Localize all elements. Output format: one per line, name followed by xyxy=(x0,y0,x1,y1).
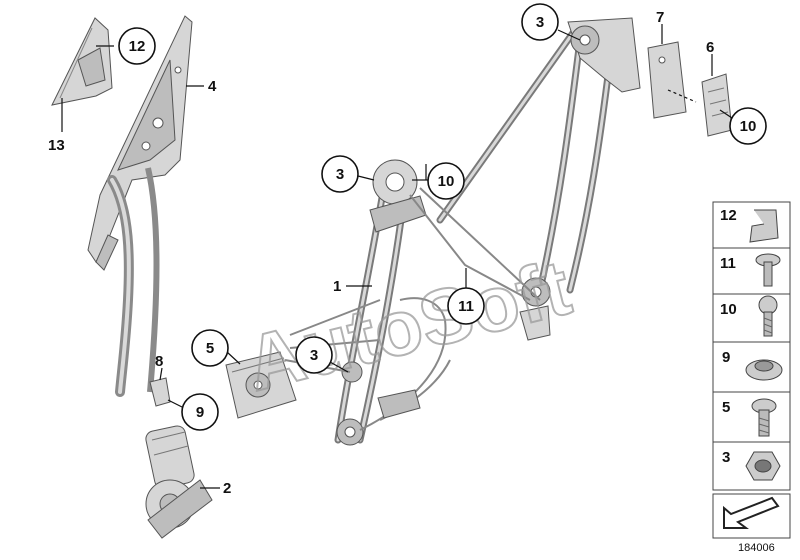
callout-13: 13 xyxy=(48,137,65,154)
callout-3-low: 3 xyxy=(295,336,333,374)
svg-text:3: 3 xyxy=(310,347,318,364)
callout-7: 7 xyxy=(656,9,664,26)
svg-text:7: 7 xyxy=(656,9,664,26)
svg-text:5: 5 xyxy=(722,399,730,416)
svg-text:11: 11 xyxy=(458,298,474,315)
legend-row-3: 3 xyxy=(712,441,791,491)
svg-text:10: 10 xyxy=(740,118,757,135)
svg-text:1: 1 xyxy=(333,278,341,295)
legend-row-12: 12 xyxy=(712,201,791,249)
callout-6: 6 xyxy=(706,39,714,56)
direction-arrow-icon xyxy=(723,496,780,529)
callout-12-top: 12 xyxy=(118,27,156,65)
clip-icon xyxy=(749,209,779,243)
callout-1: 1 xyxy=(333,278,341,295)
part-motor-bracket xyxy=(225,351,297,419)
svg-text:10: 10 xyxy=(720,301,737,318)
hex-nut-icon xyxy=(745,451,781,481)
flange-screw-icon xyxy=(745,359,783,381)
part-window-guide-rail xyxy=(87,15,193,397)
svg-text:9: 9 xyxy=(722,349,730,366)
torx-screw-icon xyxy=(751,398,777,437)
part-small-bracket xyxy=(149,377,171,407)
callout-10-right: 10 xyxy=(729,107,767,145)
svg-text:5: 5 xyxy=(206,340,214,357)
svg-text:3: 3 xyxy=(336,166,344,183)
svg-text:3: 3 xyxy=(722,449,730,466)
rivet-icon xyxy=(755,253,781,287)
svg-text:12: 12 xyxy=(720,207,737,224)
part-plate-6 xyxy=(701,73,733,137)
callout-11-mid: 11 xyxy=(447,287,485,325)
svg-text:6: 6 xyxy=(706,39,714,56)
part-plate-7 xyxy=(647,41,687,119)
callout-8: 8 xyxy=(155,353,163,370)
part-window-regulator xyxy=(284,17,641,446)
svg-text:9: 9 xyxy=(196,404,204,421)
svg-text:11: 11 xyxy=(720,255,736,272)
callout-10-mid: 10 xyxy=(427,162,465,200)
callout-9: 9 xyxy=(181,393,219,431)
callout-3-top: 3 xyxy=(521,3,559,41)
orientation-arrow-box xyxy=(712,493,791,539)
svg-text:8: 8 xyxy=(155,353,163,370)
svg-text:10: 10 xyxy=(438,173,455,190)
callout-3-mid: 3 xyxy=(321,155,359,193)
part-trim-corner xyxy=(51,17,113,106)
svg-text:2: 2 xyxy=(223,480,231,497)
svg-text:13: 13 xyxy=(48,137,65,154)
svg-text:12: 12 xyxy=(129,38,146,55)
bolt-icon xyxy=(758,295,778,337)
part-window-motor xyxy=(145,425,213,539)
legend-row-11: 11 xyxy=(712,247,791,295)
callout-2: 2 xyxy=(223,480,231,497)
hardware-legend: 12 11 10 9 xyxy=(712,201,791,539)
legend-row-10: 10 xyxy=(712,293,791,343)
watermark-text: AutoSoft xyxy=(238,243,579,408)
callout-5: 5 xyxy=(191,329,229,367)
svg-text:3: 3 xyxy=(536,14,544,31)
reference-number: 184006 xyxy=(738,542,775,554)
legend-row-9: 9 xyxy=(712,341,791,393)
legend-row-5: 5 xyxy=(712,391,791,443)
callout-4: 4 xyxy=(208,78,217,95)
svg-text:4: 4 xyxy=(208,78,217,95)
